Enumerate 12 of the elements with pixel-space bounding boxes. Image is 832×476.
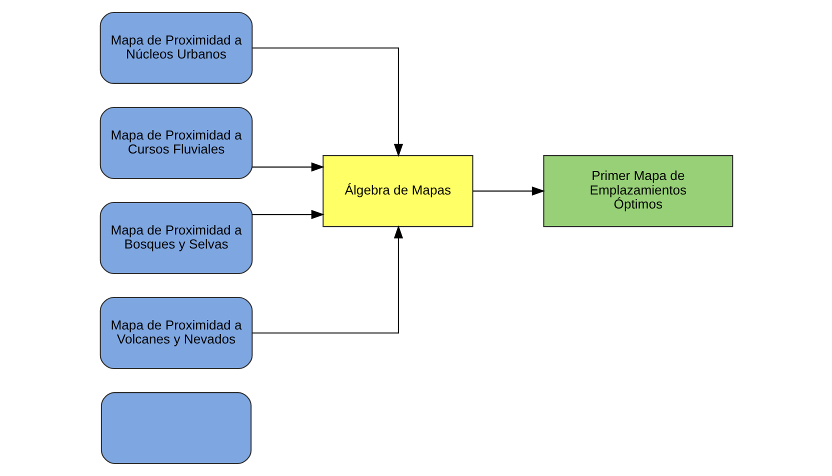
arrow: [252, 162, 324, 172]
node-box: Primer Mapa de Emplazamientos Óptimos: [542, 155, 733, 228]
node-box: Mapa de Proximidad a Cursos Fluviales: [99, 106, 252, 180]
node-box: Mapa de Proximidad a Volcanes y Nevados: [99, 296, 252, 370]
node-box: Mapa de Proximidad a Núcleos Urbanos: [99, 12, 252, 84]
arrow: [252, 47, 403, 157]
node-box: Mapa de Proximidad a Bosques y Selvas: [99, 202, 252, 274]
arrow: [472, 186, 545, 196]
node-box: Álgebra de Mapas: [322, 155, 473, 228]
arrow: [252, 210, 324, 220]
arrow: [252, 225, 403, 334]
node-box: [100, 392, 252, 464]
